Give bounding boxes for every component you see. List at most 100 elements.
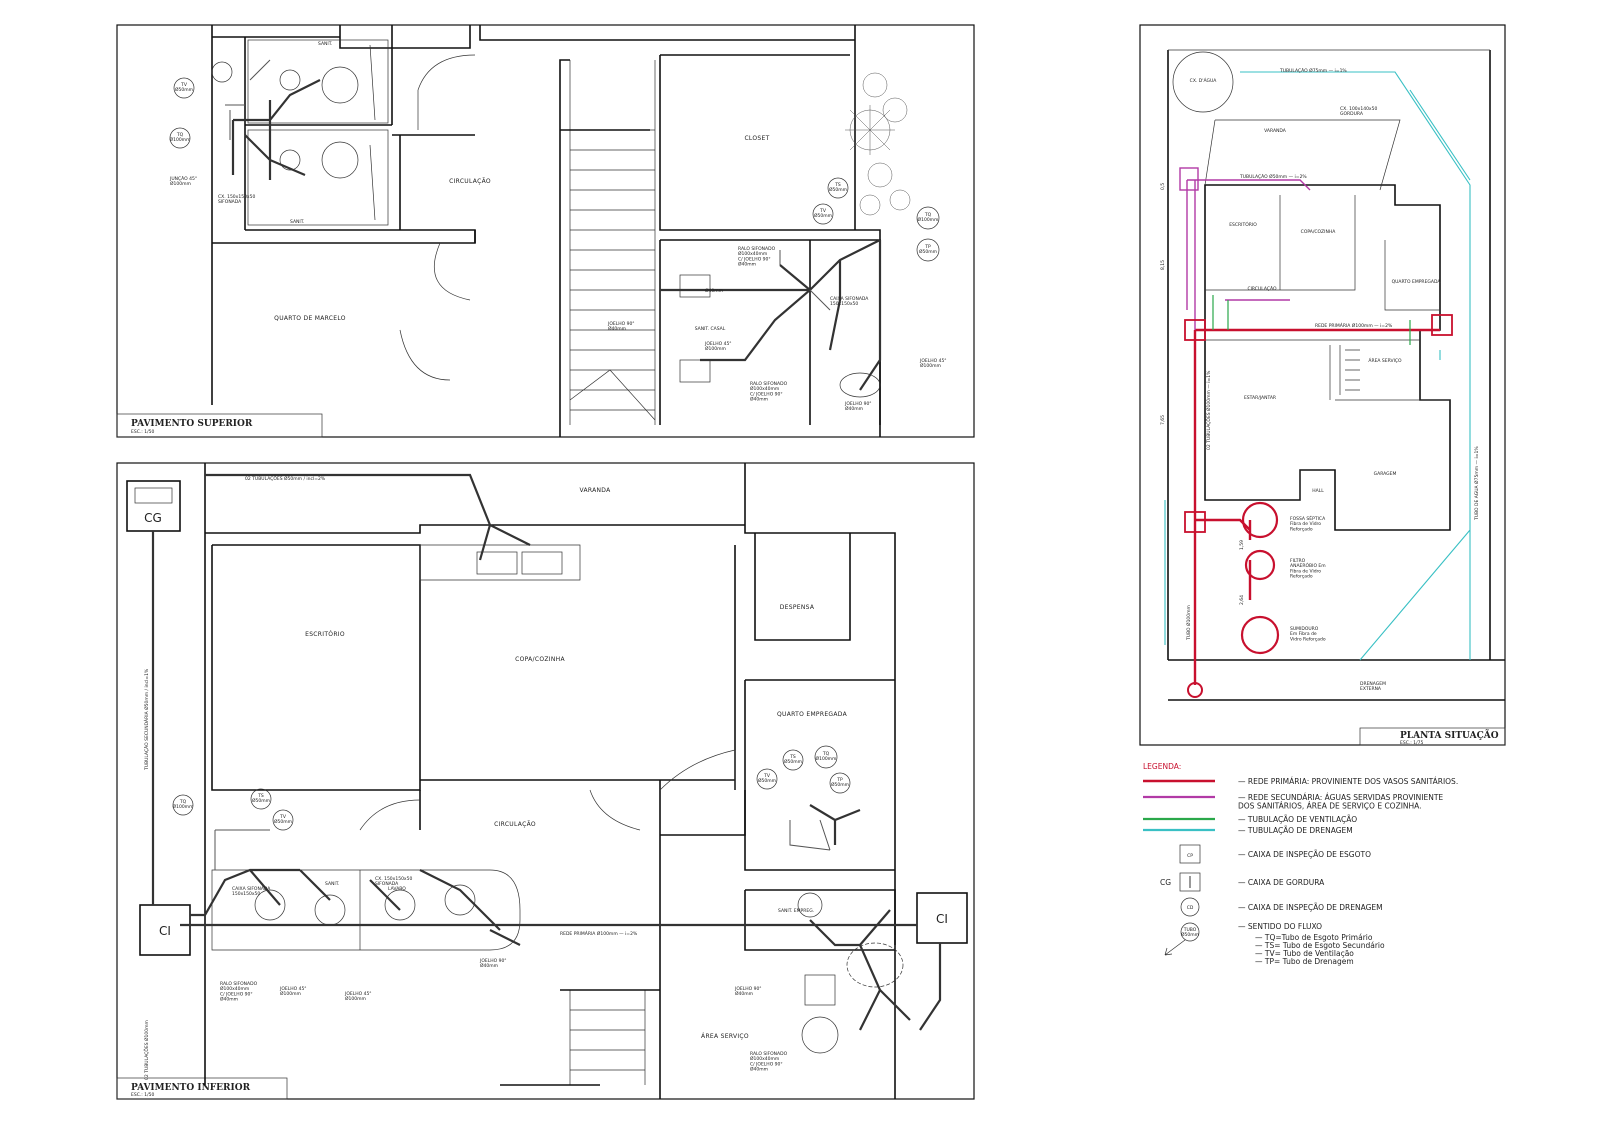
site-grease-box bbox=[1179, 167, 1199, 191]
note-joelho90-upper: JOELHO 90°Ø40mm bbox=[607, 321, 635, 332]
legend-symbol-cp-label: CP bbox=[1187, 853, 1193, 859]
dim-765: 7,65 bbox=[1160, 415, 1166, 425]
tag-ts-upper bbox=[827, 177, 849, 199]
dim-815: 8,15 bbox=[1160, 260, 1166, 270]
dim-05: 0,5 bbox=[1160, 183, 1166, 190]
upper-plan-title: PAVIMENTO SUPERIOR bbox=[131, 419, 253, 429]
tag-tp-lower bbox=[829, 772, 851, 794]
site-room-circulacao: CIRCULAÇÃO bbox=[1247, 285, 1277, 292]
site-room-estar: ESTAR/JANTAR bbox=[1244, 395, 1276, 401]
room-circulacao-upper: CIRCULAÇÃO bbox=[449, 178, 491, 185]
tag-tq-lower bbox=[172, 794, 194, 816]
site-note-rede-primaria: REDE PRIMÁRIA Ø100mm — i=2% bbox=[1315, 322, 1393, 329]
site-inspection-box-a bbox=[1184, 319, 1206, 341]
ci-box-left bbox=[139, 904, 191, 956]
primary-sewer-line bbox=[1193, 328, 1440, 685]
room-sanit-lower: SANIT. bbox=[325, 881, 339, 887]
legend-symbol-cg-label: CG bbox=[1160, 878, 1171, 887]
dim-159: 1,59 bbox=[1239, 540, 1245, 550]
legend-text-cp: — CAIXA DE INSPEÇÃO DE ESGOTO bbox=[1238, 850, 1371, 859]
legend-flow-arrow bbox=[1164, 939, 1186, 956]
site-note-tub-right: TUBO DE AGUA Ø75mm — i=1% bbox=[1473, 446, 1480, 521]
tag-tq2-lower bbox=[814, 745, 838, 769]
upper-title-box bbox=[116, 413, 323, 438]
sumidouro bbox=[1240, 615, 1280, 655]
site-note-tub-drenagem: TUBULAÇÃO Ø75mm — i=1% bbox=[1279, 67, 1347, 74]
site-inspection-box-b bbox=[1431, 314, 1453, 336]
room-escritorio: ESCRITÓRIO bbox=[305, 631, 345, 638]
site-plan-title: PLANTA SITUAÇÃO bbox=[1400, 729, 1499, 741]
site-room-hall: HALL bbox=[1312, 488, 1324, 494]
room-circulacao-lower: CIRCULAÇÃO bbox=[494, 821, 536, 828]
room-copa-cozinha: COPA/COZINHA bbox=[515, 656, 565, 663]
note-joelho45-upper: JOELHO 45°Ø100mm bbox=[919, 358, 947, 369]
legend-text-secondary: — REDE SECUNDÁRIA: ÁGUAS SERVIDAS PROVIN… bbox=[1238, 793, 1443, 811]
ci-box-right bbox=[916, 892, 968, 944]
site-room-quarto-empregada: QUARTO EMPREGADA bbox=[1392, 279, 1442, 285]
room-lavabo: LAVABO bbox=[388, 886, 406, 892]
site-note-tub-left: 02 TUBULAÇÕES Ø100mm — i=1% bbox=[1205, 370, 1212, 450]
legend-text-cd: — CAIXA DE INSPEÇÃO DE DRENAGEM bbox=[1238, 903, 1383, 912]
site-outlet bbox=[1187, 682, 1203, 698]
ci-label-right: CI bbox=[936, 912, 948, 926]
legend-title: LEGENDA: bbox=[1143, 762, 1181, 771]
tag-tq2-upper bbox=[916, 206, 940, 230]
ci-label-left: CI bbox=[159, 924, 171, 938]
dim-264: 2,64 bbox=[1239, 595, 1245, 605]
legend-text-cg: — CAIXA DE GORDURA bbox=[1238, 878, 1325, 887]
note-joelho-upper: JOELHO 45°Ø100mm bbox=[704, 341, 732, 352]
secondary-sewer-line bbox=[1186, 179, 1311, 330]
site-inspection-box-c bbox=[1184, 511, 1206, 533]
tag-tv2-upper bbox=[812, 203, 834, 225]
note-joelho90-lower: JOELHO 90°Ø40mm bbox=[479, 958, 507, 969]
upper-plan-frame bbox=[116, 24, 975, 438]
legend-symbol-cd-label: CD bbox=[1187, 905, 1194, 911]
note-joelho-lower: JOELHO 45°Ø100mm bbox=[279, 986, 307, 997]
site-plan-scale: ESC.: 1/75 bbox=[1400, 740, 1423, 746]
garden-plants bbox=[845, 72, 911, 216]
room-sanit-empreg: SANIT. EMPREG. bbox=[778, 908, 814, 914]
tag-ts2-lower bbox=[782, 749, 804, 771]
site-plan-frame bbox=[1139, 24, 1506, 746]
tag-ts-lower bbox=[250, 788, 272, 810]
room-area-servico: ÁREA SERVIÇO bbox=[701, 1033, 749, 1040]
site-plan: PLANTA SITUAÇÃO ESC.: 1/75 CX. D'ÁGUA ES… bbox=[1139, 24, 1506, 746]
drainage-line bbox=[1164, 71, 1471, 661]
ventilation-line bbox=[1212, 295, 1411, 345]
note-joelho90-lower-b: JOELHO 90°Ø40mm bbox=[734, 986, 762, 997]
room-sanit-upper-b: SANIT. bbox=[290, 219, 304, 225]
legend-symbol-cd bbox=[1180, 897, 1200, 917]
upper-plan-scale: ESC.: 1/50 bbox=[131, 429, 154, 435]
fossa-septica bbox=[1241, 501, 1279, 539]
legend-tube-tv: — TV= Tubo de Ventilação bbox=[1255, 949, 1354, 958]
tag-tq-upper-b bbox=[169, 127, 191, 149]
lower-plan-title: PAVIMENTO INFERIOR bbox=[131, 1083, 251, 1093]
site-note-tub-bottom: TUBO Ø100mm bbox=[1185, 605, 1192, 641]
tag-tv-lower bbox=[272, 809, 294, 831]
site-room-area: ÁREA SERVIÇO bbox=[1368, 357, 1402, 364]
room-quarto-empregada: QUARTO EMPREGADA bbox=[777, 711, 848, 718]
note-tubulacoes-top: 02 TUBULAÇÕES Ø50mm / incl=2% bbox=[245, 475, 326, 482]
legend: LEGENDA: — REDE PRIMÁRIA: PROVINIENTE DO… bbox=[1143, 762, 1458, 966]
room-varanda: VARANDA bbox=[579, 487, 611, 494]
water-tank bbox=[1172, 51, 1234, 113]
